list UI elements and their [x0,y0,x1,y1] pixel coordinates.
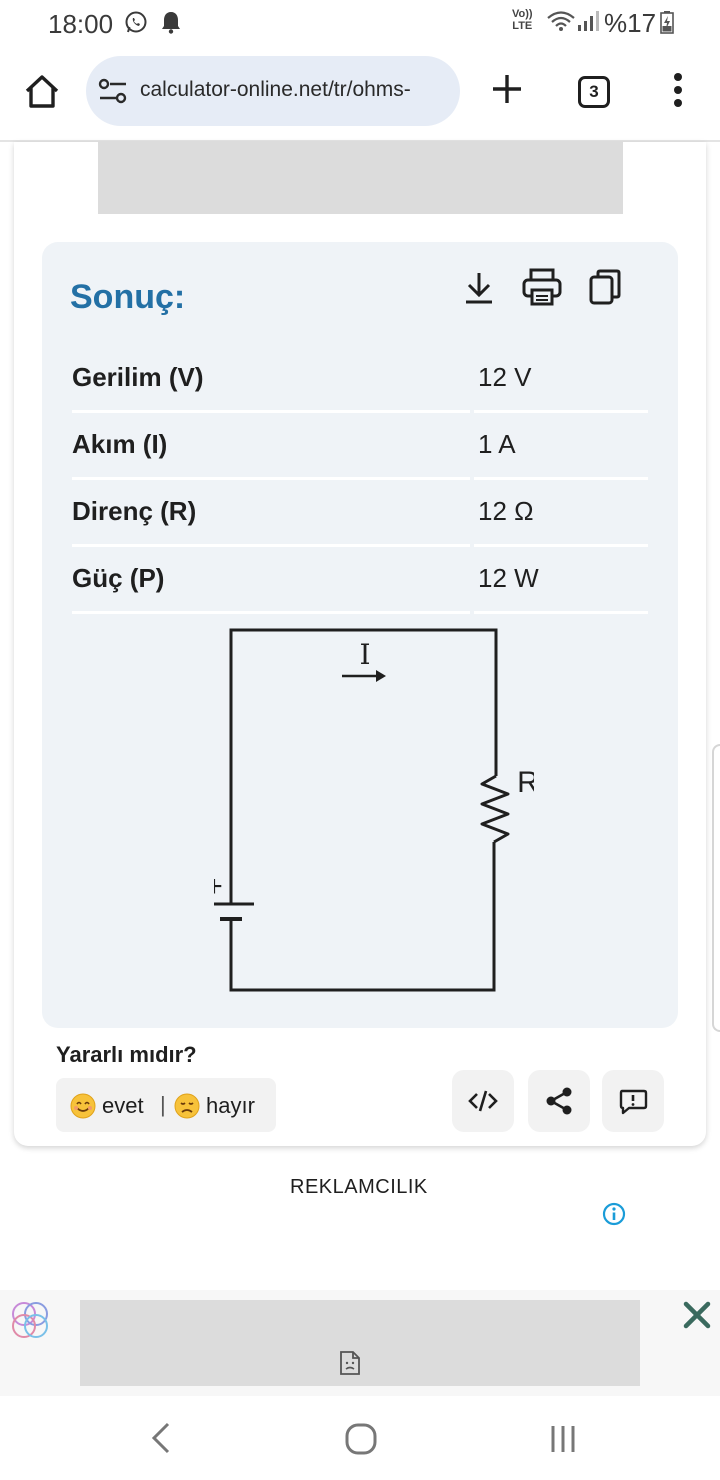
share-icon [546,1087,572,1115]
feedback-no-button[interactable]: hayır [206,1093,255,1118]
table-row: Akım (I) 1 A [72,413,648,480]
volte-top-text: Vo)) [512,8,533,20]
table-row: Direnç (R) 12 Ω [72,480,648,547]
current-arrowhead [376,670,386,682]
battery-percent: %17 [604,8,657,38]
power-value: 12 W [474,563,648,614]
feedback-buttons: evet | hayır [56,1078,276,1132]
resistance-label: Direnç (R) [72,496,470,547]
url-text[interactable]: calculator-online.net/tr/ohms- [140,78,411,101]
new-tab-icon[interactable] [488,70,526,108]
back-icon[interactable] [146,1420,174,1456]
status-bar: 18:00 Vo)) LTE %17 [0,0,720,46]
wifi-icon [547,11,575,31]
code-icon [468,1090,498,1112]
current-label-text: I [359,638,370,671]
ad-placeholder-bottom[interactable] [80,1300,640,1386]
print-icon[interactable] [522,268,562,306]
feedback-report-icon [619,1089,648,1115]
tab-switcher-button[interactable]: 3 [578,76,610,108]
feedback-question: Yararlı mıdır? [56,1042,197,1067]
scrollbar-thumb[interactable] [712,744,720,1032]
current-value: 1 A [474,429,648,480]
download-icon[interactable] [462,270,496,306]
status-time: 18:00 [48,9,114,39]
result-title: Sonuç: [70,278,186,316]
current-label: Akım (I) [72,429,470,480]
resistance-value: 12 Ω [474,496,648,547]
signal-icon [578,11,599,31]
broken-image-icon [340,1351,360,1375]
result-panel: Sonuç: Gerilim (V) 12 V Akım (I) 1 A Dir… [42,242,678,1028]
system-navigation-bar [0,1396,720,1480]
circuit-wire [229,842,496,992]
voltage-value: 12 V [474,362,648,413]
resistor-symbol [480,774,510,844]
copy-icon[interactable] [588,268,622,306]
whatsapp-icon [125,11,147,33]
embed-button[interactable] [452,1070,514,1132]
results-table: Gerilim (V) 12 V Akım (I) 1 A Direnç (R)… [72,346,648,614]
report-button[interactable] [602,1070,664,1132]
table-row: Gerilim (V) 12 V [72,346,648,413]
assistant-logo-icon[interactable] [8,1298,52,1342]
home-circle-icon[interactable] [344,1422,378,1456]
share-button[interactable] [528,1070,590,1132]
plus-sign-text: + [214,870,223,903]
volte-indicator: Vo)) LTE [512,8,533,32]
site-settings-icon[interactable] [98,78,128,104]
circuit-diagram: I R V + [214,628,534,992]
home-icon[interactable] [22,72,62,112]
ad-placeholder-top[interactable] [98,142,623,214]
volte-bottom-text: LTE [512,20,533,32]
power-label: Güç (P) [72,563,470,614]
feedback-yes-button[interactable]: evet [102,1093,144,1118]
notification-bell-icon [162,12,180,34]
battery-charging-icon [660,11,674,34]
recent-apps-icon[interactable] [546,1422,580,1456]
advertising-label: REKLAMCILIK [290,1176,428,1198]
sad-emoji-icon[interactable] [174,1093,200,1119]
resistor-label-text: R [517,766,534,799]
table-row: Güç (P) 12 W [72,547,648,614]
bottom-ad-banner [0,1290,720,1396]
more-menu-icon[interactable] [664,70,692,110]
ad-info-icon[interactable] [602,1202,626,1226]
voltage-label: Gerilim (V) [72,362,470,413]
close-icon[interactable] [682,1300,712,1330]
address-bar[interactable]: calculator-online.net/tr/ohms- [86,56,460,126]
smile-emoji-icon[interactable] [70,1093,96,1119]
feedback-separator: | [160,1092,166,1117]
browser-toolbar: calculator-online.net/tr/ohms- 3 [0,46,720,142]
circuit-wire [229,628,498,904]
